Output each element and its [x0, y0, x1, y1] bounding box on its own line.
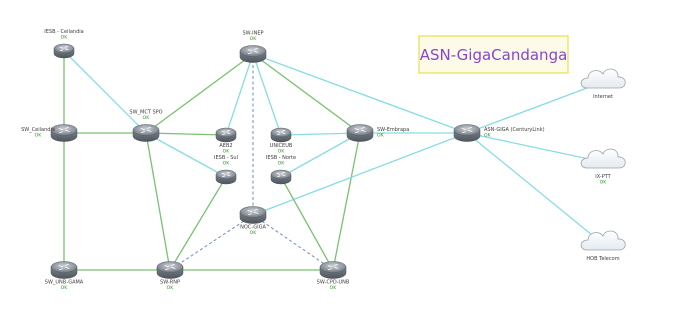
router-asn_giga[interactable]: ASN-GIGA (CenturyLink)OK — [453, 124, 545, 142]
link-sw_embrapa-to-iesb_norte — [280, 132, 361, 178]
router-icon — [50, 261, 78, 279]
cloud-status: OK — [600, 180, 608, 186]
cloud-label: HOB Telecom — [586, 256, 619, 262]
link-asn_giga-to-ix_ptt — [466, 132, 604, 163]
router-label: IESB - Sul — [214, 155, 238, 161]
router-status: OK — [143, 115, 151, 121]
link-sw_mct_spo-to-sw_inep — [145, 53, 254, 134]
nodes-layer: IESB - CeilandiaOKSW-INEPOKSW_CeilandiaO… — [21, 29, 626, 292]
router-icon — [453, 124, 481, 142]
router-label: SW_Ceilandia — [21, 127, 55, 133]
cloud-hob_telecom[interactable]: HOB Telecom — [580, 230, 626, 262]
router-label: SW_UNB-GAMA — [45, 280, 84, 286]
cloud-icon — [580, 230, 626, 251]
router-status: OK — [377, 133, 385, 139]
link-sw_inep-to-uniceub — [252, 53, 282, 136]
router-icon — [215, 169, 237, 185]
router-status: OK — [250, 36, 258, 42]
router-status: OK — [35, 133, 43, 139]
router-label: SW-Embrapa — [377, 127, 409, 133]
router-icon — [156, 261, 184, 279]
router-icon — [239, 206, 267, 224]
link-asn_giga-to-noc_giga — [252, 132, 468, 216]
router-label: UNICEUB — [270, 143, 293, 149]
router-status: OK — [278, 149, 286, 155]
link-iesb_sul-to-sw_rnp — [169, 176, 227, 271]
cloud-label: Internet — [593, 94, 613, 100]
link-sw_mct_spo-to-aeb2 — [145, 132, 227, 136]
router-icon — [270, 127, 292, 143]
router-label: SW-RNP — [160, 280, 180, 286]
link-sw_mct_spo-to-sw_rnp — [145, 132, 171, 271]
router-status: OK — [167, 285, 175, 291]
link-sw_inep-to-aeb2 — [225, 53, 254, 136]
links-layer — [63, 50, 604, 271]
router-icon — [319, 261, 347, 279]
cloud-icon — [580, 148, 626, 169]
router-icon — [132, 124, 160, 142]
link-noc_giga-to-sw_cpd_unb — [252, 214, 334, 271]
link-asn_giga-to-internet — [466, 81, 604, 134]
map-title-box: ASN-GigaCandanga — [418, 35, 569, 74]
router-icon — [215, 127, 237, 143]
router-status: OK — [278, 161, 286, 167]
router-label: NOC-GIGA — [240, 225, 266, 231]
router-status: OK — [330, 285, 338, 291]
router-status: OK — [484, 133, 492, 139]
router-icon — [346, 124, 374, 142]
map-title: ASN-GigaCandanga — [420, 46, 568, 64]
cloud-icon — [580, 68, 626, 89]
router-icon — [53, 43, 75, 59]
router-status: OK — [61, 35, 69, 41]
router-label: SW-INEP — [242, 31, 263, 37]
link-asn_giga-to-hob_telecom — [466, 132, 604, 245]
cloud-internet[interactable]: Internet — [580, 68, 626, 100]
link-iesb_ceilandia-to-sw_mct_spo — [63, 50, 147, 134]
router-icon — [270, 169, 292, 185]
router-status: OK — [250, 230, 258, 236]
router-icon — [239, 45, 267, 63]
router-label: IESB - Norte — [266, 155, 296, 161]
link-sw_embrapa-to-sw_cpd_unb — [332, 132, 361, 271]
router-status: OK — [61, 285, 69, 291]
router-icon — [50, 124, 78, 142]
cloud-label: IX-PTT — [595, 174, 611, 180]
router-label: ASN-GIGA (CenturyLink) — [484, 127, 545, 133]
router-status: OK — [223, 161, 231, 167]
link-sw_mct_spo-to-iesb_sul — [145, 132, 227, 178]
router-label: SW-CPD-UNB — [317, 280, 350, 286]
link-iesb_norte-to-sw_cpd_unb — [280, 176, 334, 271]
router-label: IESB - Ceilandia — [44, 29, 83, 35]
router-label: AEB2 — [219, 143, 232, 149]
router-label: SW_MCT SPO — [129, 110, 162, 116]
router-status: OK — [223, 149, 231, 155]
link-noc_giga-to-sw_rnp — [169, 214, 254, 271]
link-sw_inep-to-asn_giga — [252, 53, 468, 134]
link-sw_inep-to-sw_embrapa — [252, 53, 361, 134]
